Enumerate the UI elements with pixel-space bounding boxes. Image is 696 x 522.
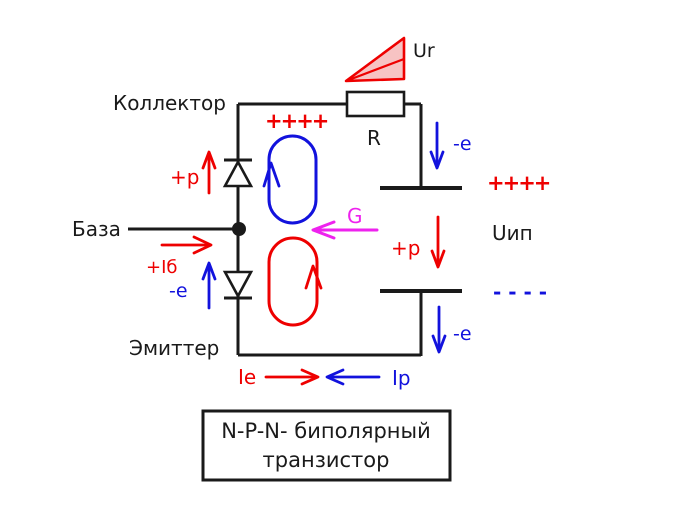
resistor-label: R (367, 126, 381, 150)
base-node-dot (232, 222, 246, 236)
supply-voltage-label: Uип (492, 221, 533, 245)
diode-triangle-up (222, 159, 254, 188)
electrons-down-arrow-bottom-right (431, 305, 447, 354)
diode-triangle-down (222, 270, 254, 299)
holes-current-label: Ip (392, 366, 411, 390)
emitter-current-arrow-right (264, 368, 320, 386)
caption-box: N-P-N- биполярный транзистор (201, 409, 452, 482)
electrons-down-arrow-top-right (429, 121, 445, 170)
electrons-label-top-right: -e (453, 133, 472, 155)
emitter-label: Эмиттер (129, 336, 219, 360)
electrons-label-bottom-right: -e (453, 323, 472, 345)
resistor-symbol (345, 90, 406, 118)
electrons-up-arrow-emitter (201, 261, 217, 310)
ur-triangle (344, 36, 406, 83)
caption-line1: N-P-N- биполярный (221, 419, 431, 443)
holes-label-collector: +p (170, 165, 199, 189)
base-current-arrow-right (160, 235, 213, 255)
holes-down-arrow-supply (430, 215, 446, 269)
base-current-label: +Iб (146, 257, 178, 278)
plus-charges-collector: ++++ (265, 109, 328, 133)
minus-charges-supply: - - - - (493, 280, 547, 304)
ur-triangle-inner-line (345, 57, 405, 83)
holes-label-supply: +p (391, 236, 420, 260)
holes-up-arrow-collector (201, 150, 217, 195)
hole-current-loop (267, 236, 323, 327)
loop-blue-stadium (267, 134, 318, 225)
generation-label: G (347, 204, 363, 228)
holes-current-arrow-left (325, 368, 381, 386)
loop-red-stadium (267, 236, 319, 327)
plus-charges-supply: ++++ (487, 171, 550, 195)
caption-line2: транзистор (263, 448, 390, 472)
caption-box-border (201, 409, 452, 482)
ur-ramp-symbol (344, 36, 406, 83)
loop-blue-arrowhead-up (262, 161, 281, 188)
generation-arrow-left (311, 220, 379, 240)
base-label: База (72, 217, 121, 241)
electrons-label-emitter: -e (169, 280, 188, 302)
collector-junction-diode (222, 158, 254, 188)
electron-current-loop (262, 134, 318, 225)
emitter-junction-diode (222, 270, 254, 300)
collector-label: Коллектор (113, 91, 226, 115)
emitter-current-label: Ie (238, 365, 256, 389)
loop-red-arrowhead-up (304, 264, 323, 290)
ur-label: Ur (413, 40, 435, 62)
